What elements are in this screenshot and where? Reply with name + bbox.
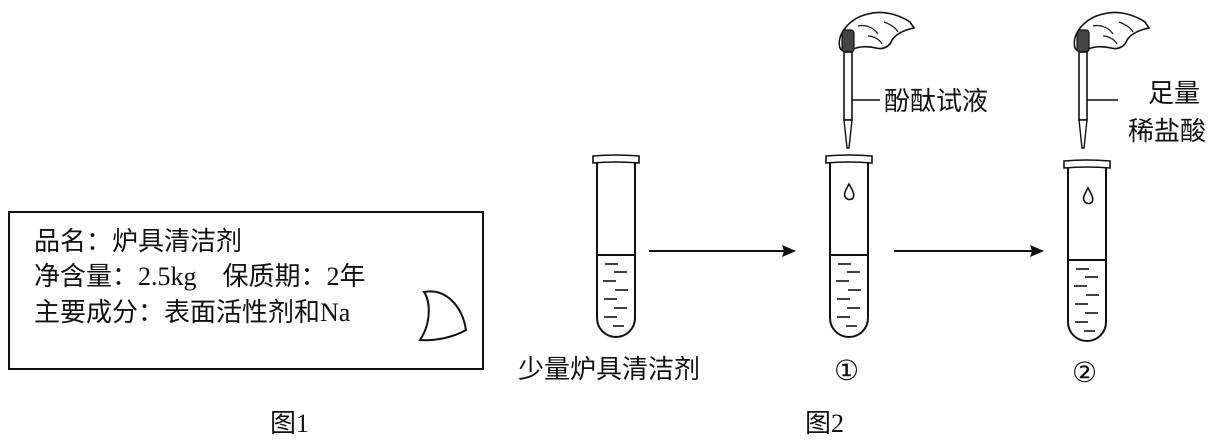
dropper1-label: 酚酞试液 [884,87,988,116]
dropper-1 [838,11,916,149]
test-tube-initial [592,154,640,338]
product-name-line: 品名：炉具清洁剂 [34,227,242,256]
ingredients-line: 主要成分：表面活性剂和Na [34,298,351,327]
label-box [8,211,484,370]
dropper-2 [1073,11,1151,149]
tube1-number: ① [834,356,859,387]
arrow-step1 [649,245,796,257]
droplet-icon [1082,186,1094,205]
torn-label-shape [418,290,468,342]
tube0-label: 少量炉具清洁剂 [518,355,700,384]
figure2-caption: 图2 [805,409,844,438]
dropper2-label-line1: 足量 [1148,79,1200,108]
arrow-step2 [894,245,1044,257]
dropper2-label-line2: 稀盐酸 [1128,117,1206,146]
test-tube-2 [1063,159,1111,342]
figure1-caption: 图1 [270,409,309,438]
test-tube-1 [825,154,873,338]
tube2-number: ② [1072,358,1097,389]
net-content-line: 净含量：2.5kg 保质期：2年 [34,262,366,291]
figure1-label: 品名：炉具清洁剂 净含量：2.5kg 保质期：2年 主要成分：表面活性剂和Na … [8,211,484,438]
droplet-icon [843,182,855,201]
